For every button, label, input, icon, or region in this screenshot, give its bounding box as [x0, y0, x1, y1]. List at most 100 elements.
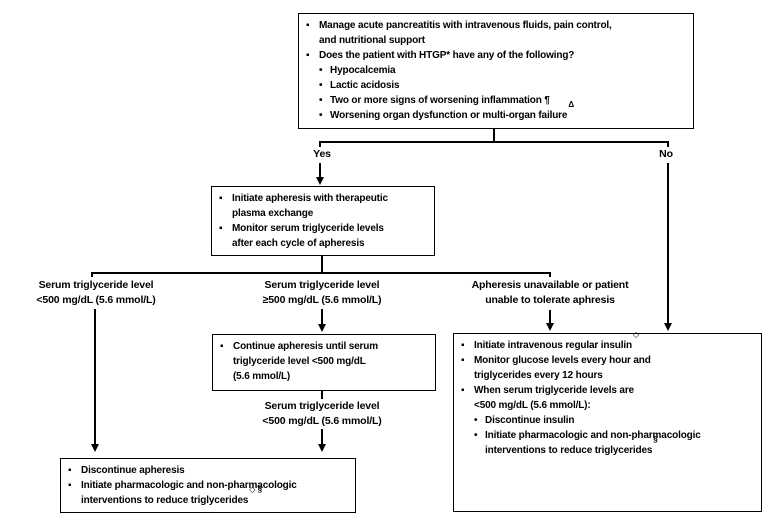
list-item-text: Initiate apheresis with therapeutic — [232, 193, 388, 204]
square-bullet-icon: ▪ — [220, 341, 224, 352]
discontinue-apheresis-box: ▪Discontinue apheresis ▪Initiate pharmac… — [60, 458, 356, 513]
apheresis-content: ▪ Initiate apheresis with therapeutic pla… — [212, 187, 434, 251]
square-bullet-icon: ▪ — [219, 193, 223, 204]
connector-yes-stub — [319, 141, 321, 147]
discontinue-apheresis-content: ▪Discontinue apheresis ▪Initiate pharmac… — [61, 459, 355, 508]
list-item: ▪ Does the patient with HTGP* have any of… — [306, 48, 691, 63]
square-bullet-icon: ▪ — [68, 480, 72, 491]
branch-label-line: Serum triglyceride level — [264, 279, 380, 291]
list-item-text: after each cycle of apheresis — [232, 238, 365, 249]
square-bullet-icon: ▪ — [219, 223, 223, 234]
arrowhead-down-icon — [663, 323, 672, 331]
list-item-text: Discontinue apheresis — [81, 465, 185, 476]
dot-bullet-icon: • — [319, 65, 323, 76]
list-item-text: interventions to reduce triglycerides — [81, 495, 249, 506]
continue-apheresis-content: ▪Continue apheresis until serum triglyce… — [213, 335, 435, 384]
recheck-arrow-shaft — [321, 429, 323, 445]
branch-label-line: <500 mg/dL (5.6 mmol/L) — [36, 293, 156, 306]
branch-label-tg-above-500: Serum triglyceride level ≥500 mg/dL (5.6… — [263, 278, 382, 307]
dot-bullet-icon: • — [474, 430, 478, 441]
connector-three-way-split — [91, 272, 551, 274]
branch-label-line: ≥500 mg/dL (5.6 mmol/L) — [262, 293, 382, 306]
list-item-text: Monitor glucose levels every hour and — [474, 355, 651, 366]
list-item-text: Hypocalcemia — [330, 65, 396, 76]
recheck-label-line: Serum triglyceride level — [264, 400, 380, 412]
list-item: • Hypocalcemia — [306, 63, 691, 78]
initial-assessment-box: ▪ Manage acute pancreatitis with intraven… — [298, 13, 694, 129]
connector-top-stem — [493, 129, 495, 141]
left-branch-arrow-shaft — [94, 309, 96, 445]
recheck-label-tg-below-500: Serum triglyceride level <500 mg/dL (5.6… — [262, 399, 381, 428]
list-item-text: Two or more signs of worsening inflammat… — [330, 95, 550, 106]
square-bullet-icon: ▪ — [306, 20, 310, 31]
arrowhead-down-icon — [317, 444, 326, 452]
list-item: • Initiate pharmacologic and non-pharmaco… — [461, 428, 759, 443]
list-item: • Lactic acidosis — [306, 78, 691, 93]
recheck-label-line: <500 mg/dL (5.6 mmol/L) — [262, 414, 382, 427]
connector-no-stub — [667, 141, 669, 147]
branch-label-line: unable to tolerate aphresis — [485, 293, 615, 306]
branch-label-line: Apheresis unavailable or patient — [471, 279, 629, 291]
list-item: ▪ Monitor glucose levels every hour and — [461, 353, 759, 368]
list-item: (5.6 mmol/L) — [220, 369, 433, 384]
footnote-marker: ◇ § — [249, 485, 263, 494]
footnote-marker: Δ — [568, 100, 575, 109]
list-item: ▪ Discontinue apheresis — [68, 463, 353, 478]
list-item: ▪ Initiate apheresis with therapeutic — [219, 191, 432, 206]
yes-branch-arrow-shaft — [319, 163, 321, 178]
square-bullet-icon: ▪ — [306, 50, 310, 61]
list-item-text: interventions to reduce triglycerides — [485, 445, 653, 456]
list-item-text: Initiate pharmacologic and non-pharmacol… — [485, 430, 701, 441]
insulin-therapy-box: ▪Initiate intravenous regular insulin◇ ▪… — [453, 330, 762, 512]
list-item: ▪ Manage acute pancreatitis with intraven… — [306, 18, 691, 33]
continue-apheresis-box: ▪Continue apheresis until serum triglyce… — [212, 334, 436, 391]
list-item-text: <500 mg/dL (5.6 mmol/L): — [474, 400, 591, 411]
footnote-marker: ◇ — [632, 330, 640, 339]
list-item: ▪Initiate intravenous regular insulin◇ — [461, 330, 759, 353]
list-item: • Worsening organ dysfunction or multi-or… — [306, 100, 691, 123]
no-branch-arrow-shaft — [667, 163, 669, 324]
connector-apheresis-stem — [321, 256, 323, 272]
arrowhead-down-icon — [90, 444, 99, 452]
apheresis-box: ▪ Initiate apheresis with therapeutic pla… — [211, 186, 435, 256]
branch-label-tg-below-500: Serum triglyceride level <500 mg/dL (5.6… — [36, 278, 155, 307]
footnote-marker: § — [653, 435, 658, 444]
list-item-text: Worsening organ dysfunction or multi-org… — [330, 110, 568, 121]
list-item-text: Manage acute pancreatitis with intraveno… — [319, 20, 612, 31]
list-item: triglycerides every 12 hours — [461, 368, 759, 383]
list-item-text: (5.6 mmol/L) — [233, 371, 291, 382]
list-item-text: When serum triglyceride levels are — [474, 385, 634, 396]
right-branch-arrow-shaft — [549, 310, 551, 324]
insulin-therapy-content: ▪Initiate intravenous regular insulin◇ ▪… — [454, 330, 761, 458]
list-item: ▪Continue apheresis until serum — [220, 339, 433, 354]
list-item-text: Does the patient with HTGP* have any of … — [319, 50, 575, 61]
branch-label-apheresis-unavailable: Apheresis unavailable or patient unable … — [472, 278, 629, 307]
square-bullet-icon: ▪ — [461, 355, 465, 366]
connector-right-stub — [549, 272, 551, 277]
list-item: ▪When serum triglyceride levels are — [461, 383, 759, 398]
list-item-text: and nutritional support — [319, 35, 425, 46]
list-item: plasma exchange — [219, 206, 432, 221]
connector-left-stub — [91, 272, 93, 277]
list-item: <500 mg/dL (5.6 mmol/L): — [461, 398, 759, 413]
list-item: triglyceride level <500 mg/dL — [220, 354, 433, 369]
dot-bullet-icon: • — [319, 110, 323, 121]
dot-bullet-icon: • — [474, 415, 478, 426]
list-item: •Two or more signs of worsening inflamma… — [306, 93, 691, 108]
list-item-text: plasma exchange — [232, 208, 314, 219]
no-label: No — [659, 148, 673, 160]
list-item-text: Lactic acidosis — [330, 80, 400, 91]
square-bullet-icon: ▪ — [68, 465, 72, 476]
list-item: interventions to reduce triglycerides◇ § — [68, 485, 353, 508]
list-item-text: triglyceride level <500 mg/dL — [233, 356, 366, 367]
list-item: ▪Monitor serum triglyceride levels — [219, 221, 432, 236]
initial-assessment-content: ▪ Manage acute pancreatitis with intraven… — [299, 14, 693, 123]
list-item: interventions to reduce triglycerides§ — [461, 435, 759, 458]
list-item: •Discontinue insulin — [461, 413, 759, 428]
dot-bullet-icon: • — [319, 80, 323, 91]
middle-branch-arrow-shaft — [321, 309, 323, 325]
yes-label: Yes — [313, 148, 331, 160]
list-item: and nutritional support — [306, 33, 691, 48]
list-item-text: Initiate intravenous regular insulin — [474, 340, 632, 351]
